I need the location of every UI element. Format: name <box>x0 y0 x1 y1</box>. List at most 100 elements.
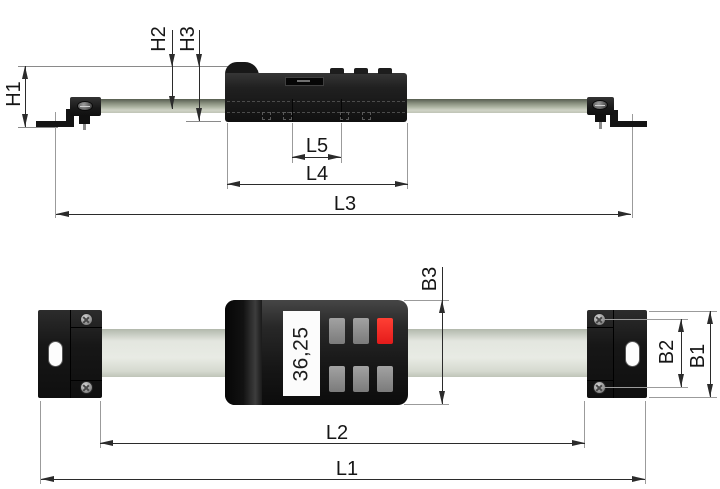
left-bracket-screw-side <box>77 101 93 111</box>
right-bracket-divider <box>613 310 614 398</box>
button-edge-3-side <box>378 68 392 74</box>
dim-l5-arrow-right <box>328 154 341 160</box>
dim-b1-label: B1 <box>686 343 709 369</box>
dim-b3-ext-bottom <box>404 404 449 405</box>
dim-l1-arrow-right <box>632 476 645 482</box>
left-bracket-line-top <box>70 327 102 328</box>
left-bracket-screw-top <box>80 313 93 326</box>
lcd-display: 36,25 <box>283 311 320 396</box>
dim-l4-arrow-left <box>227 181 240 187</box>
dim-b1-arrow-down <box>707 384 713 397</box>
top-reference-line <box>18 66 232 67</box>
dim-l4-ext-left <box>227 123 228 189</box>
dim-l3-label: L3 <box>333 192 357 215</box>
keypad-button-2[interactable] <box>353 318 369 344</box>
hidden-detail-box-4 <box>362 112 371 120</box>
reading-unit-cap-front <box>225 300 262 405</box>
dim-l1-label: L1 <box>335 457 359 480</box>
button-edge-2-side <box>354 68 368 74</box>
left-bracket-step-side <box>66 109 74 127</box>
dim-l1-ext-right <box>645 401 646 484</box>
dim-l3-ext-left <box>55 112 56 218</box>
dim-b2-arrow-up <box>678 319 684 332</box>
dim-l2-label: L2 <box>325 421 349 444</box>
dim-l4-ext-right <box>407 123 408 189</box>
dim-h1-arrow-up <box>22 66 28 79</box>
dim-l2-arrow-right <box>572 440 585 446</box>
dim-l3-ext-right <box>632 114 633 218</box>
dim-l4-line <box>227 184 408 185</box>
dim-l5-ext-left <box>292 123 293 163</box>
dim-b3-label: B3 <box>418 266 441 292</box>
hidden-beam-top-line <box>227 101 405 102</box>
unit-panel-line-left <box>292 99 293 122</box>
dim-b1-ext-bottom <box>649 397 717 398</box>
right-bracket-pin-side <box>599 122 602 129</box>
dim-b3-line <box>442 267 443 404</box>
dim-l5-label: L5 <box>305 134 329 157</box>
dim-h2-line <box>172 30 173 109</box>
right-bracket-stub-side <box>595 114 606 122</box>
right-bracket-step-side <box>610 110 618 127</box>
right-bracket-foot-side <box>617 121 647 127</box>
hidden-beam-bottom-line <box>227 112 405 113</box>
display-edge-slot-side <box>285 77 324 86</box>
keypad-button-3[interactable] <box>329 366 345 392</box>
dim-l2-ext-left <box>100 401 101 448</box>
left-bracket-slot <box>48 341 63 367</box>
dim-b2-label: B2 <box>655 339 678 365</box>
dim-b2-arrow-down <box>678 374 684 387</box>
dim-h1-line <box>25 66 26 127</box>
dim-l4-label: L4 <box>305 162 329 185</box>
dim-l3-arrow-right <box>618 211 631 217</box>
dim-h3-arrow-top <box>196 54 202 67</box>
dim-h1-bottom-tick <box>18 127 58 128</box>
keypad-button-5[interactable] <box>377 366 393 392</box>
left-bracket-pin-side <box>83 124 86 130</box>
dim-b3-arrow-down <box>439 391 445 404</box>
unit-panel-line-right <box>341 99 342 122</box>
dim-h1-label: H1 <box>2 81 25 107</box>
dim-h2-arrow-top <box>169 54 175 67</box>
left-bracket-foot-side <box>36 121 73 127</box>
left-bracket-divider <box>70 310 71 398</box>
dim-l1-line <box>41 479 645 480</box>
dim-l2-ext-right <box>584 401 585 448</box>
right-bracket-line-top <box>587 327 613 328</box>
lcd-display-value: 36,25 <box>289 325 313 382</box>
right-bracket-slot <box>625 341 640 367</box>
right-bracket-screw-side <box>592 100 608 110</box>
dim-b2-line <box>681 319 682 387</box>
keypad-button-1[interactable] <box>329 318 345 344</box>
left-bracket-screw-bottom <box>80 381 93 394</box>
dim-l4-arrow-right <box>395 181 408 187</box>
keypad-button-red[interactable] <box>377 318 393 344</box>
dim-l5-ext-right <box>341 123 342 163</box>
hidden-detail-box-1 <box>262 112 271 120</box>
dim-b3-arrow-up <box>439 300 445 313</box>
dim-b2-ext-top <box>604 319 688 320</box>
dim-h1-arrow-down <box>22 114 28 127</box>
dim-h3-bottom-tick <box>186 121 221 122</box>
hidden-detail-box-3 <box>340 112 349 120</box>
dim-b3-ext-top <box>404 300 449 301</box>
dim-l5-arrow-left <box>292 154 305 160</box>
dim-b1-ext-top <box>649 311 717 312</box>
dim-l3-line <box>56 214 631 215</box>
dim-h3-arrow-bottom <box>196 108 202 121</box>
dim-l2-line <box>100 443 585 444</box>
dim-b1-line <box>710 311 711 397</box>
dim-b1-arrow-up <box>707 311 713 324</box>
dim-h2-label: H2 <box>147 26 170 52</box>
dim-l5-line <box>292 157 341 158</box>
button-edge-1-side <box>330 68 344 74</box>
dim-l1-ext-left <box>40 401 41 484</box>
keypad-button-4[interactable] <box>353 366 369 392</box>
dim-h3-label: H3 <box>176 26 199 52</box>
hidden-detail-box-2 <box>283 112 292 120</box>
dim-l1-arrow-left <box>41 476 54 482</box>
display-edge-highlight <box>297 80 310 82</box>
dim-h3-line <box>199 30 200 121</box>
left-bracket-stub-side <box>79 116 90 124</box>
